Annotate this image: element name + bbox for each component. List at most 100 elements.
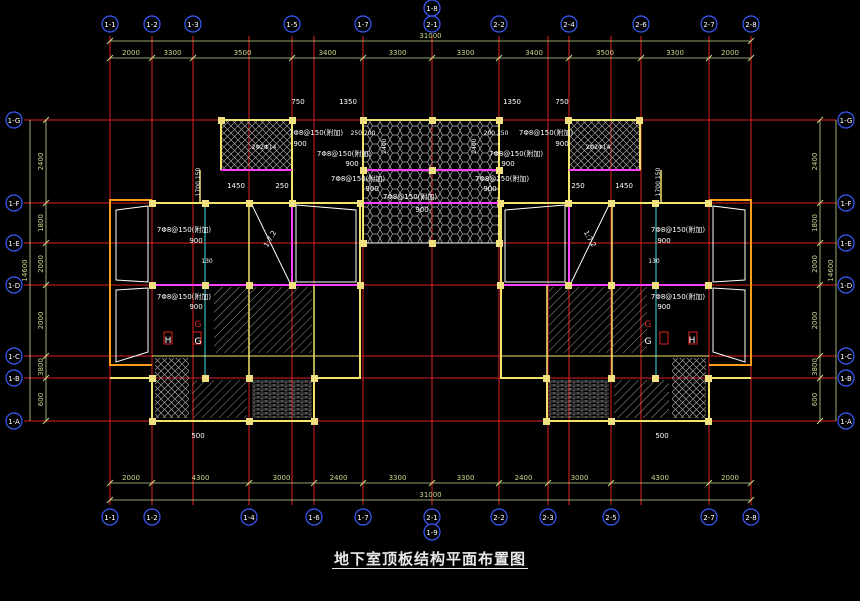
top-dim-tick	[747, 54, 755, 62]
section-mark-g: G	[645, 320, 652, 330]
length-900: 900	[293, 140, 306, 148]
axis-bubble-top-circle	[101, 15, 119, 33]
top-dim-label: 2000	[122, 49, 140, 57]
axis-bubble-left-label: 1-F	[8, 200, 19, 208]
dim-130: 130	[648, 258, 660, 265]
column	[289, 282, 296, 289]
drawing-title: 地下室顶板结构平面布置图	[0, 548, 860, 569]
axis-bubble-bottom-label: 1-2	[146, 514, 157, 522]
top-dim-tick	[495, 54, 503, 62]
column	[357, 200, 364, 207]
bottom-dim-total-tick	[747, 496, 755, 504]
axis-bubble-top-circle	[742, 15, 760, 33]
column	[202, 200, 209, 207]
bottom-dim-tick	[607, 479, 615, 487]
dim-1700: 1700 150	[195, 168, 202, 197]
left-dim-total-label: 14600	[21, 259, 29, 281]
axis-lines	[24, 36, 836, 505]
axis-bubble-center-bottom-label: 1-9	[426, 529, 437, 537]
column	[218, 117, 225, 124]
left-dim-label: 2100	[34, 0, 52, 2]
column	[705, 418, 712, 425]
axis-bubble-bottom-label: 1-7	[357, 514, 368, 522]
axis-bubble-right-label: 1-C	[840, 353, 852, 361]
rebar-note: 7Φ8@150(附加)	[157, 225, 212, 234]
dim-750: 750	[555, 98, 568, 106]
dim-130: 130	[201, 258, 213, 265]
section-mark-box	[163, 331, 173, 345]
window-box	[295, 204, 357, 283]
axis-bubble-right-label: 1-G	[840, 117, 853, 125]
bottom-dim-tick	[245, 479, 253, 487]
section-mark-box	[659, 331, 669, 345]
top-dim-tick	[288, 54, 296, 62]
left-dim-tick	[42, 239, 50, 247]
right-dim-tick	[816, 116, 824, 124]
dim-250: 250	[275, 182, 288, 190]
window-box	[712, 287, 746, 363]
axis-bubble-bottom-label: 2-5	[605, 514, 616, 522]
length-900: 900	[501, 160, 514, 168]
rebar-note: 7Φ8@150(附加)	[651, 225, 706, 234]
left-dim-label: 2400	[37, 153, 45, 171]
length-900: 900	[365, 185, 378, 193]
hatched-room	[214, 287, 312, 353]
bottom-dim-label: 4300	[651, 474, 669, 482]
window-box	[504, 204, 566, 283]
top-dim-total-tick	[747, 37, 755, 45]
axis-bubble-left-label: 1-D	[8, 282, 20, 290]
axis-bubble-top-label: 1-5	[286, 21, 297, 29]
axis-bubble-top-circle	[143, 15, 161, 33]
right-dim-label: 600	[811, 393, 819, 406]
detail-note: 2Φ2Φ14	[252, 144, 277, 151]
axis-bubble-left-circle	[5, 194, 23, 212]
axis-bubble-top-label: 2-7	[703, 21, 714, 29]
axis-bubble-center-top-circle	[423, 0, 441, 17]
axis-bubble-right-label: 1-A	[840, 418, 852, 426]
section-mark-h: H	[165, 336, 172, 346]
axis-bubble-bottom-label: 2-7	[703, 514, 714, 522]
hatched-room	[549, 380, 609, 418]
axis-bubble-bottom-circle	[742, 508, 760, 526]
axis-bubble-right-label: 1-D	[840, 282, 852, 290]
axis-bubble-top-label: 2-4	[563, 21, 575, 29]
top-dim-tick	[148, 54, 156, 62]
axis-bubble-top-circle	[560, 15, 578, 33]
axis-bubble-bottom-label: 1-4	[243, 514, 255, 522]
bottom-dim-label: 3300	[389, 474, 407, 482]
axis-bubble-left-label: 1-G	[8, 117, 21, 125]
column	[289, 200, 296, 207]
hatched-shaft	[220, 119, 293, 171]
column	[246, 418, 253, 425]
column	[149, 418, 156, 425]
axis-bubble-right-circle	[837, 194, 855, 212]
bottom-dim-tick	[544, 479, 552, 487]
drawing-title-text: 地下室顶板结构平面布置图	[331, 550, 528, 569]
dim-1450: 1450	[615, 182, 633, 190]
axis-bubble-top-label: 1-7	[357, 21, 368, 29]
length-900: 900	[555, 140, 568, 148]
axis-bubble-right-label: 1-F	[840, 200, 851, 208]
column	[149, 282, 156, 289]
column	[565, 117, 572, 124]
axis-bubble-bottom-label: 2-3	[542, 514, 553, 522]
axis-bubble-top-label: 1-1	[104, 21, 115, 29]
axis-bubble-left-circle	[5, 369, 23, 387]
top-dim-label: 3400	[319, 49, 337, 57]
axis-bubble-top-label: 1-3	[187, 21, 198, 29]
left-dim-tick	[42, 417, 50, 425]
left-dim-tick	[42, 352, 50, 360]
rebar-note: 7Φ8@150(附加)	[157, 292, 212, 301]
building-plan	[109, 117, 752, 425]
right-dim-label: 3800	[811, 358, 819, 376]
column	[565, 282, 572, 289]
axis-bubble-bottom-circle	[490, 508, 508, 526]
axis-bubble-center-bottom-circle	[423, 523, 441, 541]
axis-bubble-right-circle	[837, 369, 855, 387]
axis-bubble-top-label: 2-1	[426, 21, 437, 29]
axis-bubble-right-circle	[837, 111, 855, 129]
axis-bubble-left-circle	[5, 111, 23, 129]
rebar-note: 7Φ8@150(附加)	[331, 174, 386, 183]
left-dim-tick	[42, 281, 50, 289]
